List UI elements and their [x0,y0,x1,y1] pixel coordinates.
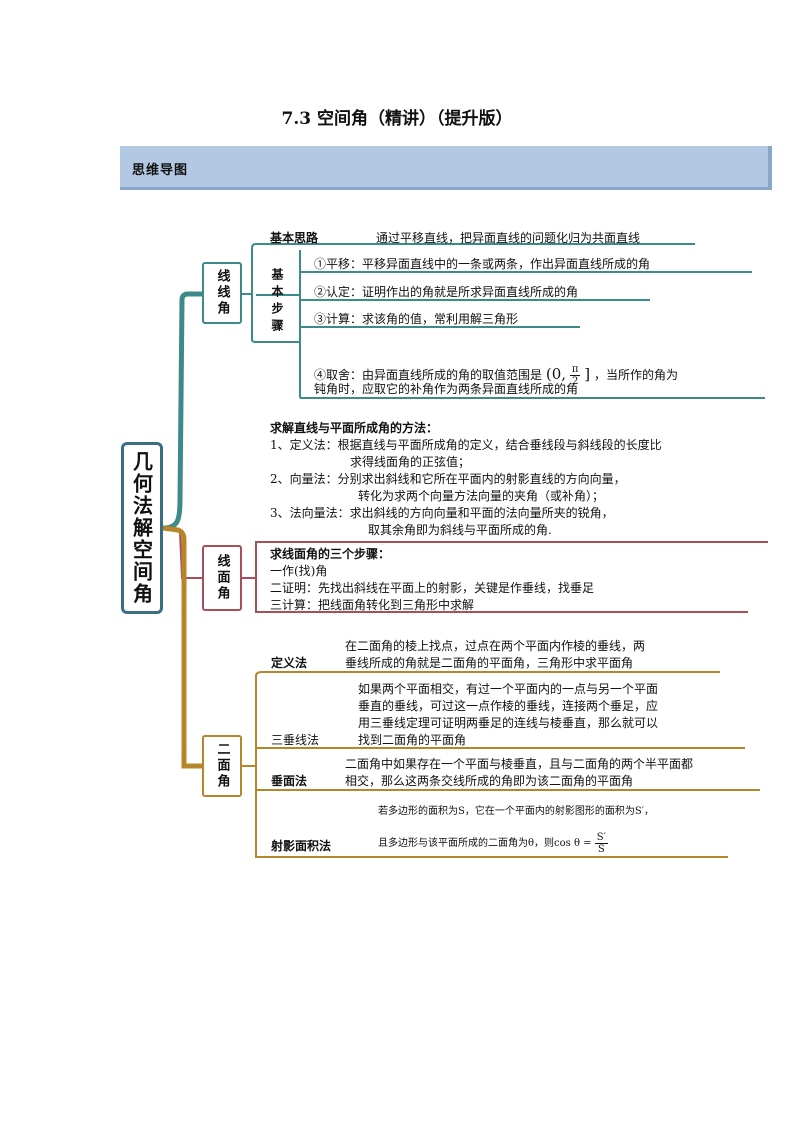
def-line2: 垂线所成的角就是二面角的平面角，三角形中求平面角 [345,656,634,670]
method-2b: 转化为求两个向量方法向量的夹角（或补角）； [358,489,605,503]
def-label: 定义法 [271,656,308,670]
proj-line1: 若多边形的面积为S，它在一个平面内的射影图形的面积为S′， [378,806,654,817]
step-4-text-a: ④取舍：由异面直线所成的角的取值范围是 [314,368,543,382]
range-formula: (0, π 2 ] [546,364,590,387]
step-4-line2: 钝角时，应取它的补角作为两条异面直线所成的角 [314,382,579,396]
step-2: ②认定：证明作出的角就是所求异面直线所成的角 [314,285,579,299]
method-1a: 1、定义法：根据直线与平面所成角的定义，结合垂线段与斜线段的长度比 [270,438,662,452]
node-line-angle: 线线角 [202,262,242,324]
three-line2: 垂直的垂线，可过这一点作棱的垂线，连接两个垂足，应 [358,699,659,713]
steps-title: 求线面角的三个步骤： [270,547,391,561]
step-4-text-b: ，当所作的角为 [593,368,678,382]
pi-over-2: π 2 [569,364,581,387]
def-line1: 在二面角的棱上找点，过点在两个平面内作棱的垂线，两 [345,639,646,653]
step-3: ③计算：求该角的值，常利用解三角形 [314,312,519,326]
three-line4: 找到二面角的平面角 [358,733,467,747]
area-ratio-numerator: S′ [594,832,608,844]
area-ratio: S′ S [594,832,608,855]
method-3a: 3、法向量法：求出斜线的方向向量和平面的法向量所夹的锐角， [270,506,614,520]
banner-label: 思维导图 [132,163,189,178]
node-line-plane: 线面角 [202,545,242,611]
step-1: ①平移：平移异面直线中的一条或两条，作出异面直线所成的角 [314,257,651,271]
range-left: (0, [545,365,567,383]
lp-step-2: 二证明：先找出斜线在平面上的射影，关键是作垂线，找垂足 [270,581,595,595]
pi-denominator: 2 [571,376,579,387]
node-dihedral: 二面角 [202,735,242,797]
page-title: 7.3 空间角（精讲）（提升版） [281,109,513,129]
perp-label: 垂面法 [271,774,308,788]
proj-label: 射影面积法 [271,839,332,853]
three-label: 三垂线法 [271,733,320,747]
bracket-steps [251,266,300,343]
step-4-line1: ④取舍：由异面直线所成的角的取值范围是 (0, π 2 ] ，当所作的角为 [314,364,678,387]
steps-label: 基本步骤 [270,268,284,336]
lp-step-1: 一作(找)角 [270,564,328,578]
proj-line2: 且多边形与该平面所成的二面角为θ，则cos θ = S′ S [378,832,608,855]
pi-symbol: π [569,364,581,376]
perp-line1: 二面角中如果存在一个平面与棱垂直，且与二面角的两个半平面都 [345,757,694,771]
branch-dihedral [242,671,760,858]
methods-title: 求解直线与平面所成角的方法： [270,421,439,435]
area-ratio-denominator: S [597,844,605,855]
branch-line-plane [242,541,768,613]
three-line3: 用三垂线定理可证明两垂足的连线与棱垂直，那么就可以 [358,716,659,730]
method-1b: 求得线面角的正弦值； [350,455,471,469]
idea-text: 通过平移直线，把异面直线的问题化归为共面直线 [376,231,641,245]
method-3b: 取其余角即为斜线与平面所成的角. [368,523,552,537]
lp-step-3: 三计算：把线面角转化到三角形中求解 [270,598,475,612]
proj-text: 且多边形与该平面所成的二面角为θ，则cos θ = [378,838,592,849]
range-right: ] [584,365,591,383]
root-node: 几何法解空间角 [121,442,163,614]
three-line1: 如果两个平面相交，有过一个平面内的一点与另一个平面 [358,682,659,696]
trunk-gold [162,525,202,769]
idea-label: 基本思路 [270,231,319,245]
method-2a: 2、向量法：分别求出斜线和它所在平面内的射影直线的方向向量， [270,472,626,486]
perp-line2: 相交，那么这两条交线所成的角即为该二面角的平面角 [345,774,634,788]
trunk-teal [162,291,202,531]
section-banner: 思维导图 [120,146,772,190]
